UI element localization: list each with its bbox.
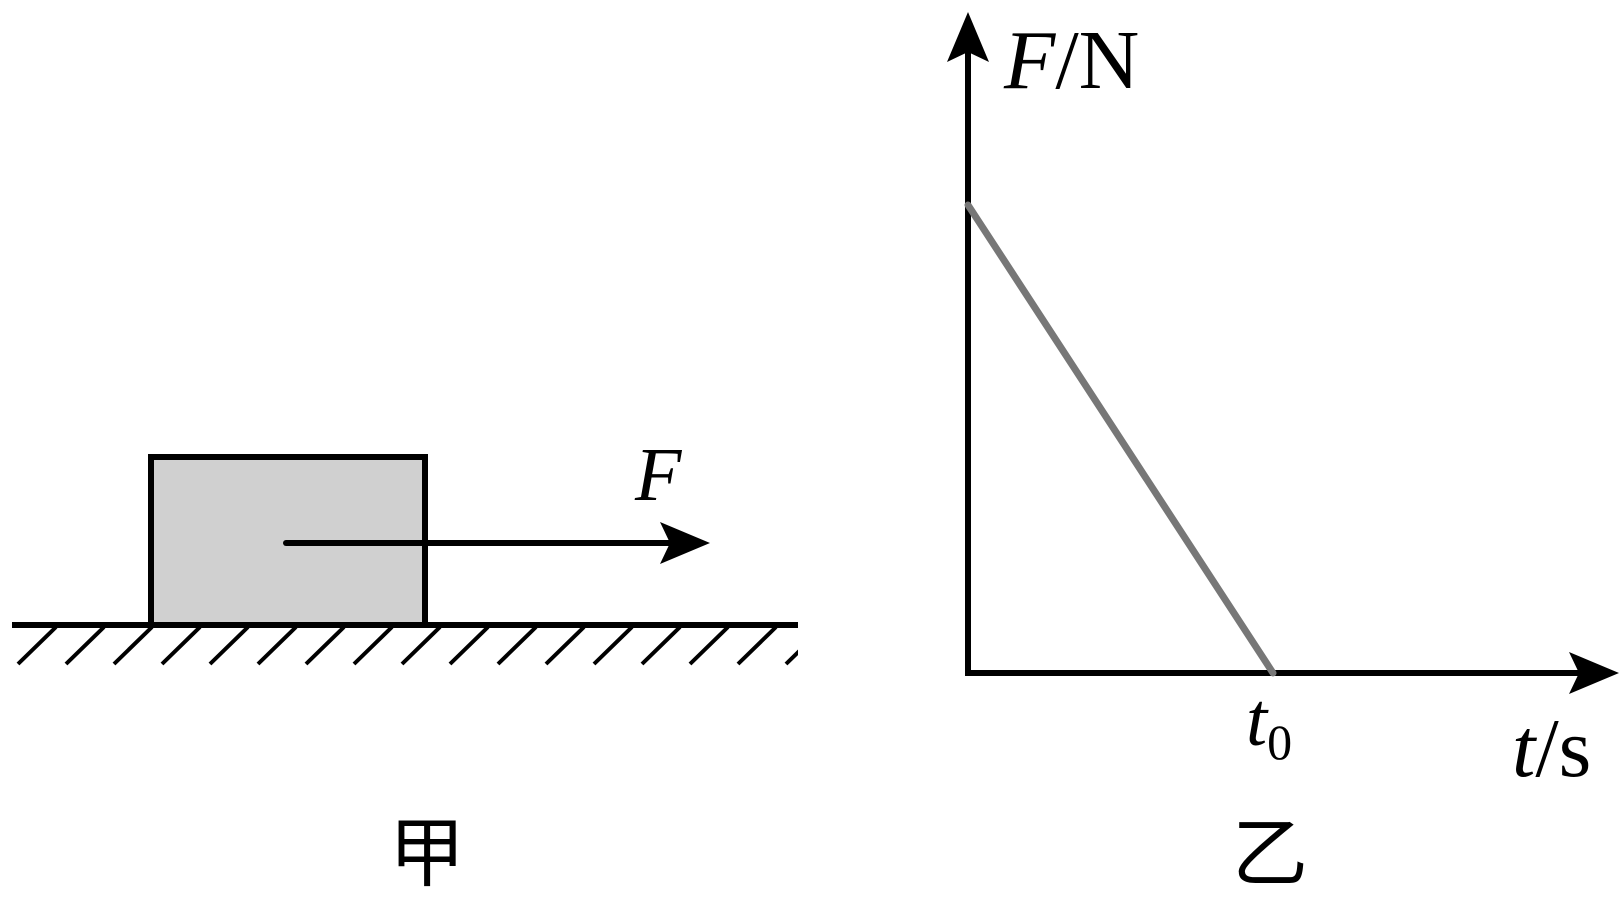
y-axis-arrow-head [947,12,989,62]
x-axis-label-var: t [1512,702,1538,795]
hatch-mark [688,625,730,666]
hatch-mark [592,625,634,666]
hatch-mark [448,625,490,666]
hatch-mark [256,625,298,666]
hatch-mark [640,625,682,666]
hatch-mark [496,625,538,666]
hatch-mark [112,625,154,666]
t0-label-sub: 0 [1267,714,1292,770]
force-arrow-head [660,522,710,564]
y-axis-label: F/N [1003,14,1139,107]
hatch-mark [400,625,442,666]
caption-jia: 甲 [389,813,465,897]
hatch-mark [784,649,798,666]
hatch-mark [16,625,58,666]
figure-yi: F/N t0 t/s 乙 [947,12,1619,897]
t0-label: t0 [1246,678,1292,770]
caption-yi: 乙 [1232,813,1308,897]
x-axis-arrow-head [1569,652,1619,694]
ground-hatching [16,625,798,666]
hatch-mark [208,625,250,666]
hatch-mark [64,625,106,666]
hatch-mark [544,625,586,666]
hatch-mark [736,625,778,666]
y-axis-label-var: F [1003,14,1057,107]
hatch-mark [352,625,394,666]
hatch-mark [160,625,202,666]
figure-jia: F 甲 [12,433,798,897]
x-axis-label: t/s [1512,702,1591,795]
t0-label-var: t [1246,678,1269,762]
force-label: F [634,433,683,517]
y-axis-label-unit: /N [1055,14,1139,107]
hatch-mark [304,625,346,666]
x-axis-label-unit: /s [1535,702,1591,795]
force-time-line [964,201,1277,677]
